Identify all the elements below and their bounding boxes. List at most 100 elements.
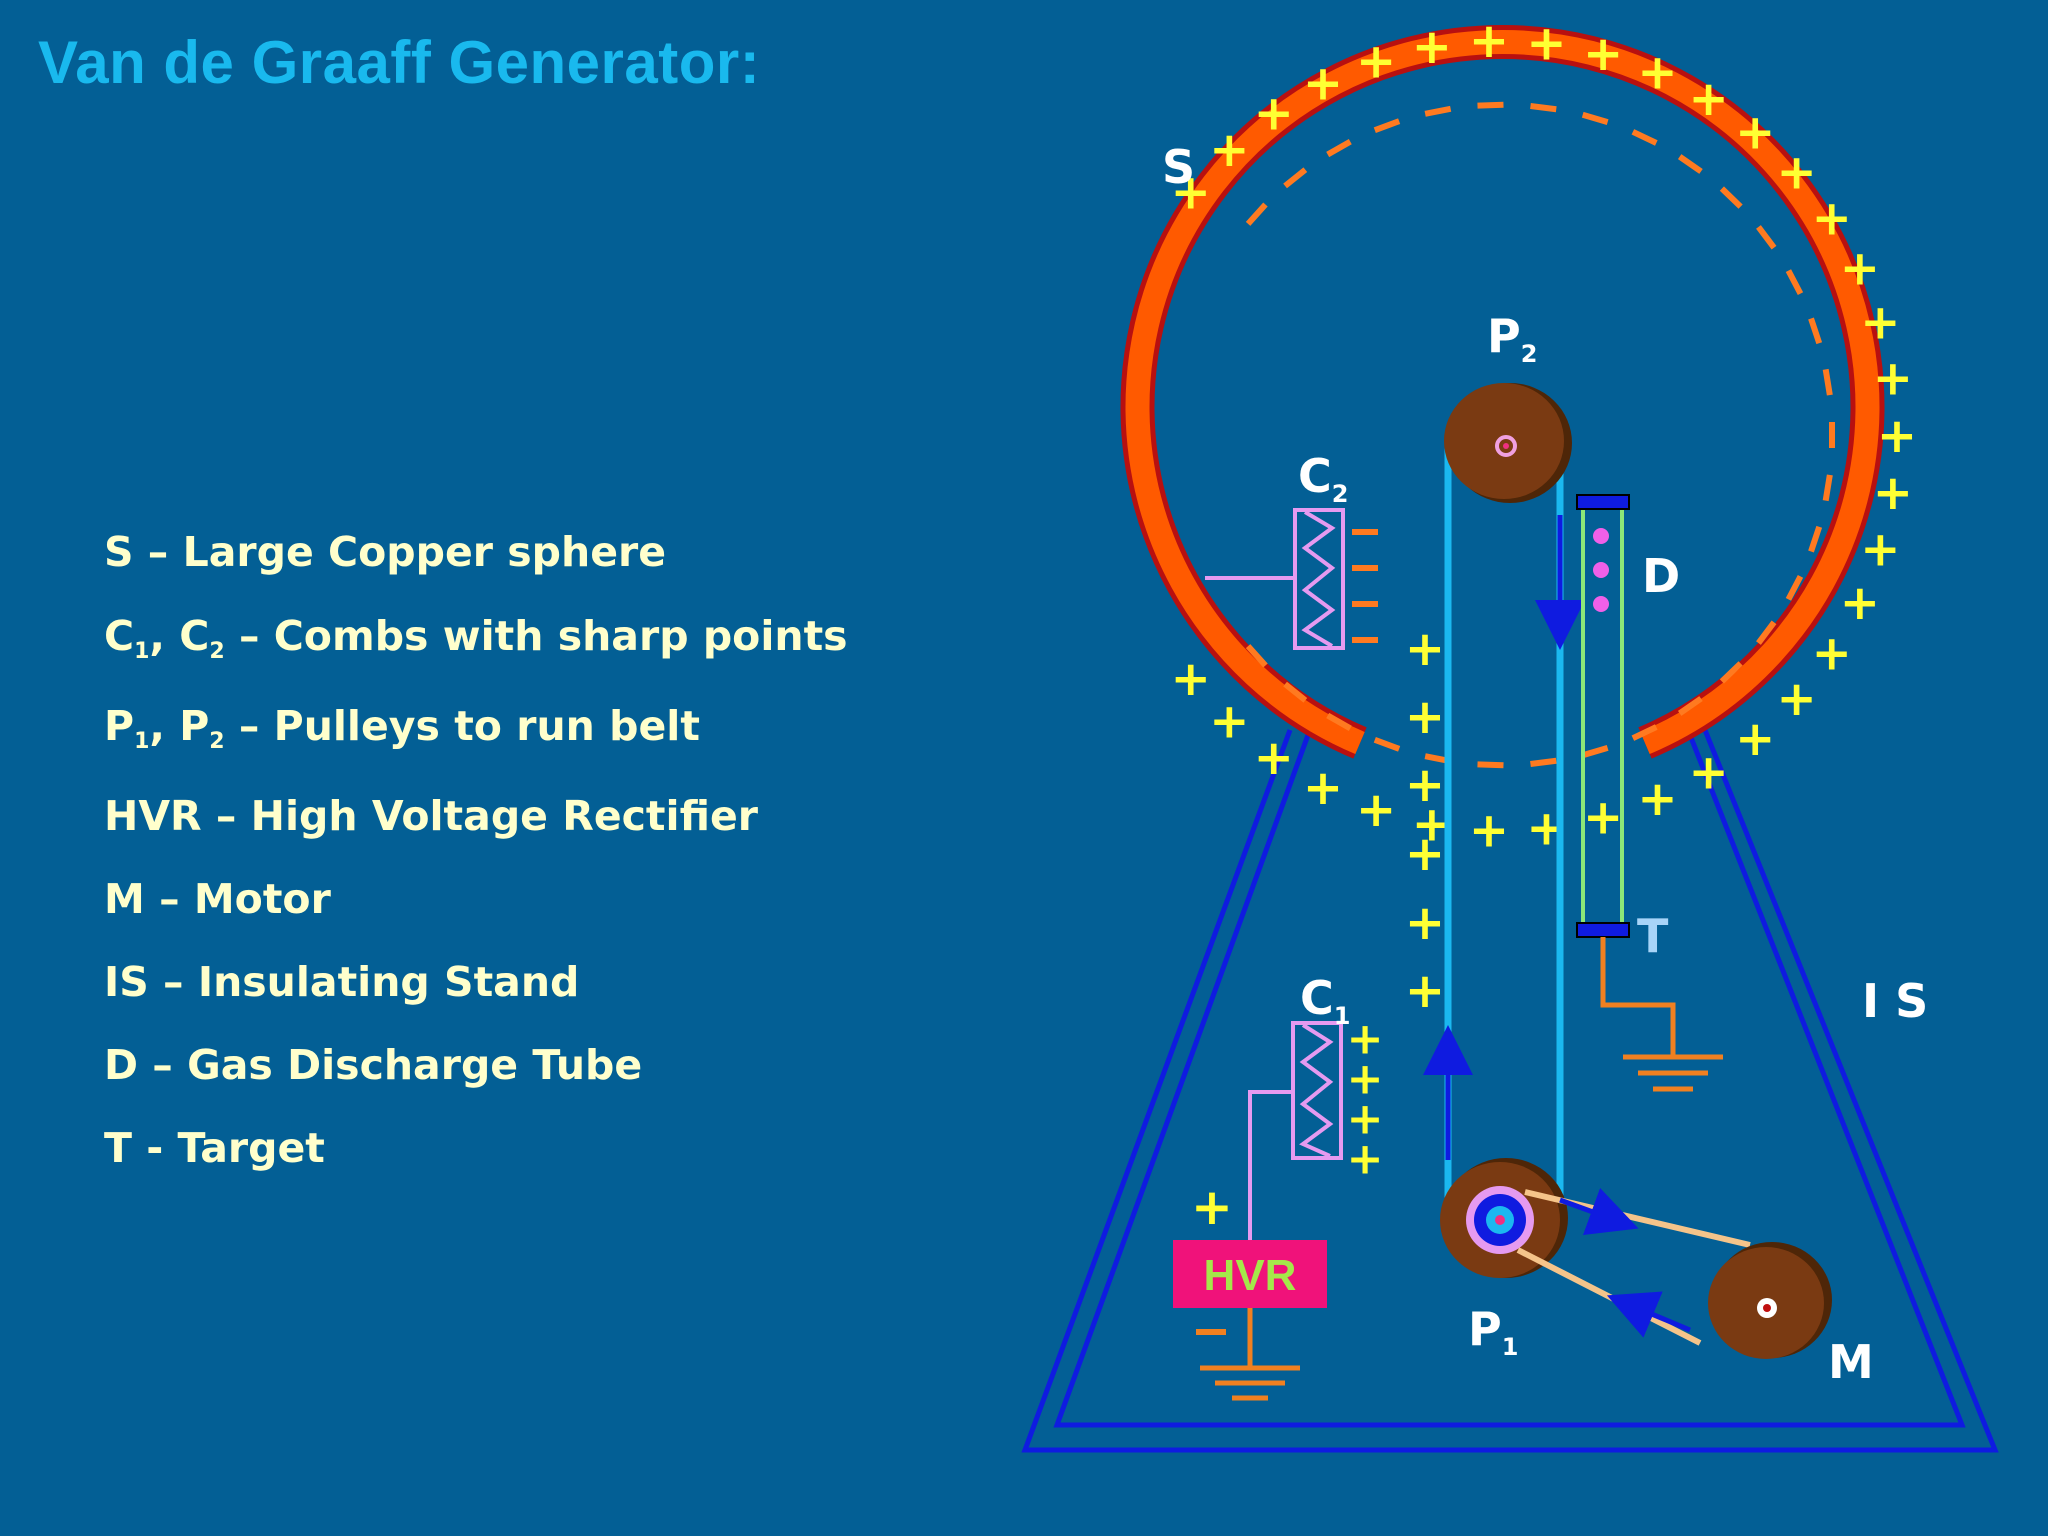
sphere-minus-sign (1245, 202, 1268, 226)
legend-item-motor: M – Motor (104, 875, 331, 923)
belt-plus-charges: + + + + + + (1405, 621, 1445, 1019)
hvr-ground (1200, 1308, 1300, 1401)
sphere-minus-charges (1245, 101, 1835, 769)
sphere-plus-sign: + (1860, 521, 1900, 577)
sphere-plus-sign: + (1356, 33, 1396, 89)
sphere-minus-sign (1719, 186, 1743, 209)
sphere-plus-sign: + (1735, 711, 1775, 767)
hvr-plus-sign: + (1191, 1178, 1233, 1236)
hvr-box (1173, 1240, 1327, 1308)
comb-c1-plus-sign: + (1347, 1013, 1384, 1064)
sphere-minus-sign (1808, 525, 1823, 553)
sphere-plus-sign: + (1303, 56, 1343, 112)
target-ground (1600, 937, 1723, 1092)
sphere-plus-sign: + (1526, 15, 1566, 71)
legend-item-pulleys: P1, P2 – Pulleys to run belt (104, 702, 700, 754)
sphere-plus-sign: + (1356, 782, 1396, 838)
sphere-plus-sign: + (1688, 71, 1728, 127)
sphere-minus-sign (1677, 154, 1703, 174)
sphere-plus-sign: + (1171, 651, 1211, 707)
discharge-tube (1576, 494, 1630, 938)
legend-item-hvr: HVR – High Voltage Rectifier (104, 792, 758, 840)
sphere-plus-sign: + (1209, 694, 1249, 750)
sphere-minus-sign (1785, 574, 1804, 601)
hvr-label: HVR (1204, 1251, 1297, 1300)
label-p1: P1 (1468, 1302, 1518, 1361)
motor-belt-arrow-right (1559, 1187, 1639, 1235)
label-s: S (1162, 140, 1195, 194)
sphere-plus-sign: + (1812, 625, 1852, 681)
sphere-minus-sign (1530, 757, 1557, 768)
sphere-minus-sign (1326, 712, 1352, 731)
sphere-plus-sign: + (1254, 730, 1294, 786)
insulating-stand (1021, 729, 1999, 1453)
sphere-minus-sign (1677, 696, 1703, 716)
slide-title: Van de Graaff Generator: (38, 29, 761, 96)
belt-plus-sign: + (1405, 689, 1445, 745)
legend-item-target: T - Target (104, 1124, 325, 1172)
belt-plus-sign: + (1405, 895, 1445, 951)
sphere-plus-charges: +++++++++++++++++++++++++++++++++++ (1171, 13, 1917, 859)
label-m: M (1828, 1335, 1874, 1389)
sphere-minus-sign (1631, 129, 1658, 146)
sphere-plus-sign: + (1735, 105, 1775, 161)
sphere-plus-sign: + (1469, 803, 1509, 859)
comb-c1 (1248, 1021, 1343, 1240)
sphere-minus-sign (1719, 661, 1743, 684)
label-c2: C2 (1298, 449, 1348, 508)
sphere-plus-sign: + (1469, 13, 1509, 69)
copper-sphere (1120, 24, 1885, 759)
sphere-plus-sign: + (1873, 465, 1913, 521)
motor (1708, 1242, 1832, 1359)
pulley-p1 (1440, 1158, 1568, 1278)
legend-item-s: S – Large Copper sphere (104, 528, 667, 576)
sphere-minus-sign (1785, 269, 1804, 296)
sphere-minus-sign (1283, 681, 1308, 703)
sphere-plus-sign: + (1254, 85, 1294, 141)
sphere-plus-sign: + (1209, 122, 1249, 178)
sphere-minus-sign (1530, 102, 1557, 113)
sphere-minus-sign (1477, 761, 1504, 769)
sphere-plus-sign: + (1583, 790, 1623, 846)
comb-c2-minus-charges (1352, 529, 1378, 643)
legend-item-stand: IS – Insulating Stand (104, 958, 580, 1006)
motor-belt-arrow-left (1606, 1291, 1691, 1338)
belt-plus-sign: + (1405, 621, 1445, 677)
sphere-minus-sign (1326, 139, 1352, 158)
label-d: D (1642, 549, 1680, 603)
legend-item-combs: C1, C2 – Combs with sharp points (104, 612, 848, 664)
sphere-minus-sign (1822, 368, 1833, 396)
sphere-plus-sign: + (1637, 771, 1677, 827)
belt-plus-sign: + (1405, 757, 1445, 813)
comb-c1-plus-sign: + (1347, 1093, 1384, 1144)
sphere-minus-sign (1631, 724, 1658, 741)
sphere-minus-sign (1283, 167, 1308, 189)
sphere-minus-sign (1756, 620, 1777, 645)
sphere-plus-sign: + (1171, 165, 1211, 221)
sphere-minus-sign (1373, 736, 1401, 752)
sphere-plus-sign: + (1583, 26, 1623, 82)
sphere-plus-sign: + (1303, 760, 1343, 816)
sphere-plus-sign: + (1860, 294, 1900, 350)
belt-plus-sign: + (1405, 826, 1445, 882)
comb-c1-plus-charges: ++++ (1347, 1013, 1384, 1184)
comb-c1-plus-sign: + (1347, 1053, 1384, 1104)
legend-item-tube: D – Gas Discharge Tube (104, 1041, 643, 1089)
sphere-minus-sign (1822, 474, 1833, 502)
sphere-minus-sign (1581, 745, 1609, 759)
sphere-plus-sign: + (1840, 240, 1880, 296)
sphere-plus-sign: + (1777, 671, 1817, 727)
sphere-plus-sign: + (1412, 19, 1452, 75)
sphere-minus-sign (1581, 111, 1609, 125)
belt-plus-sign: + (1405, 963, 1445, 1019)
sphere-plus-sign: + (1873, 350, 1913, 406)
sphere-minus-sign (1756, 225, 1777, 250)
sphere-plus-sign: + (1840, 575, 1880, 631)
sphere-minus-sign (1424, 105, 1452, 117)
sphere-plus-sign: + (1637, 45, 1677, 101)
sphere-plus-sign: + (1812, 190, 1852, 246)
sphere-plus-sign: + (1777, 145, 1817, 201)
sphere-plus-sign: + (1688, 744, 1728, 800)
sphere-minus-sign (1808, 317, 1823, 345)
